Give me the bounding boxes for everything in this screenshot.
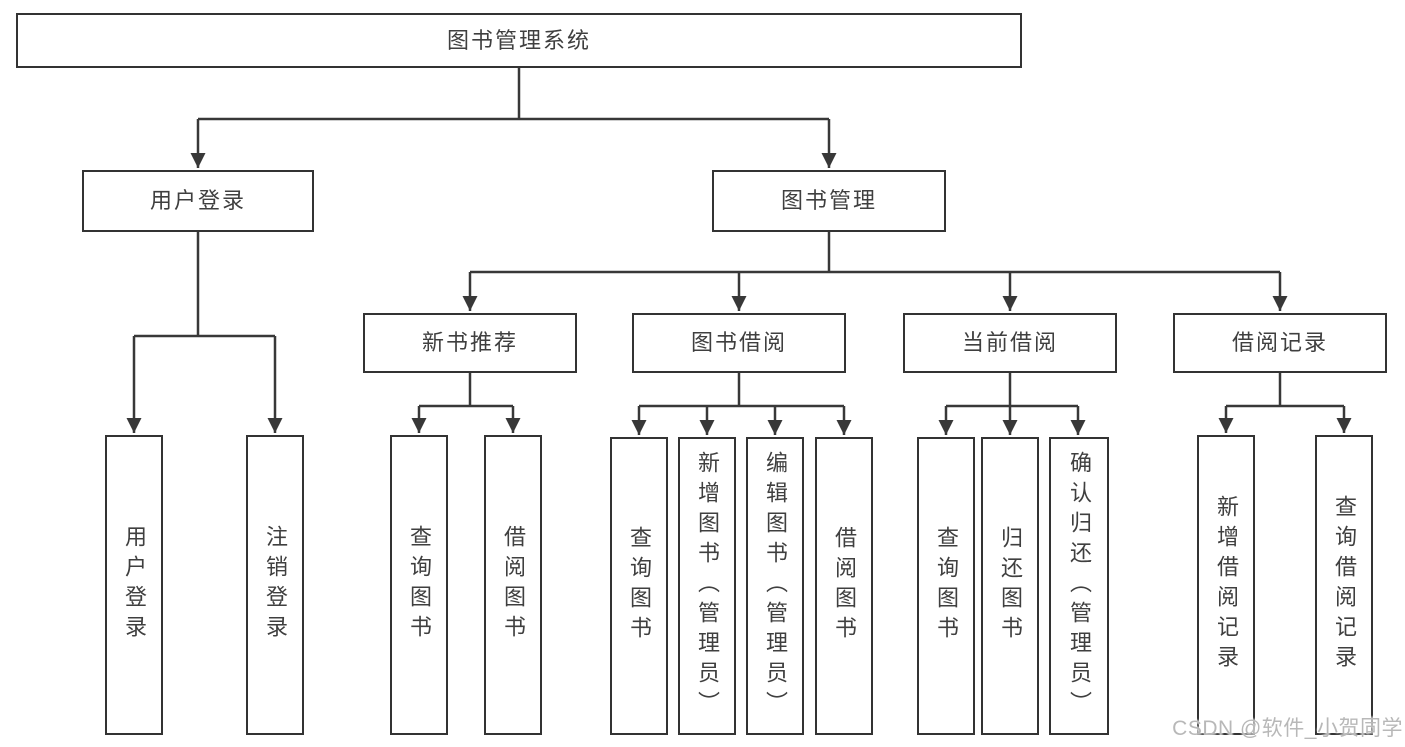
node-root-title: 图书管理系统 <box>16 13 1022 68</box>
leaf-borrow-book-2: 借阅图书 <box>815 437 873 735</box>
node-user-login: 用户登录 <box>82 170 314 232</box>
node-current-borrowing: 当前借阅 <box>903 313 1117 373</box>
leaf-query-book-1: 查询图书 <box>390 435 448 735</box>
leaf-query-borrow-record: 查询借阅记录 <box>1315 435 1373 735</box>
node-root-label: 图书管理系统 <box>446 27 591 53</box>
node-user-login-label: 用户登录 <box>149 188 246 213</box>
leaf-query-book-2: 查询图书 <box>610 437 668 735</box>
leaf-confirm-return-admin: 确认归还（管理员） <box>1049 437 1109 735</box>
leaf-edit-book-admin: 编辑图书（管理员） <box>746 437 804 735</box>
node-new-book-recommend: 新书推荐 <box>363 313 577 373</box>
node-book-management: 图书管理 <box>712 170 946 232</box>
leaf-add-borrow-record: 新增借阅记录 <box>1197 435 1255 735</box>
csdn-watermark: CSDN @软件_小贺同学 <box>1172 717 1403 740</box>
leaf-borrow-book-1: 借阅图书 <box>484 435 542 735</box>
leaf-logout-login: 注销登录 <box>246 435 304 735</box>
leaf-return-book: 归还图书 <box>981 437 1039 735</box>
node-book-management-label: 图书管理 <box>780 188 877 213</box>
leaf-user-login: 用户登录 <box>105 435 163 735</box>
node-borrowing-records-label: 借阅记录 <box>1231 330 1328 355</box>
node-new-book-recommend-label: 新书推荐 <box>421 330 518 355</box>
node-current-borrowing-label: 当前借阅 <box>961 330 1058 355</box>
node-book-borrowing: 图书借阅 <box>632 313 846 373</box>
node-book-borrowing-label: 图书借阅 <box>690 330 787 355</box>
leaf-query-book-3: 查询图书 <box>917 437 975 735</box>
node-borrowing-records: 借阅记录 <box>1173 313 1387 373</box>
leaf-add-book-admin: 新增图书（管理员） <box>678 437 736 735</box>
